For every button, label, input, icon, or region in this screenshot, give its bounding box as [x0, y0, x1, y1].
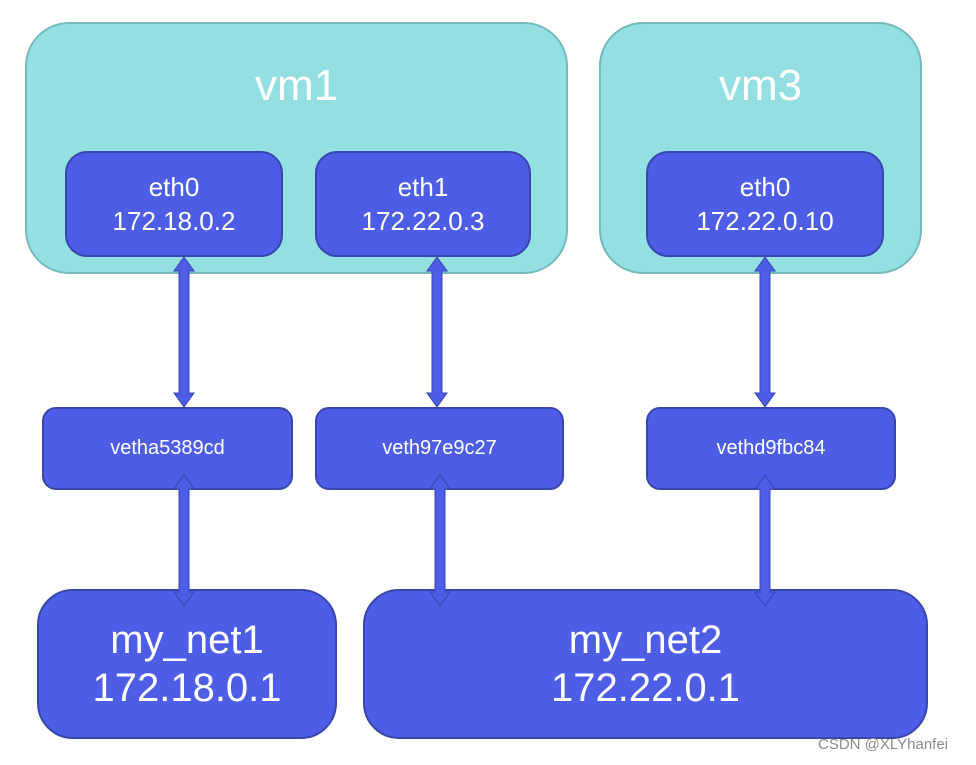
arrow-eth1-to-veth97e9c27	[426, 256, 448, 408]
arrow-vm3-eth0-to-vethd9fbc84	[754, 256, 776, 408]
vm3-eth0-interface: eth0 172.22.0.10	[646, 151, 884, 257]
veth-label: vethd9fbc84	[716, 437, 826, 459]
network-name: my_net2	[568, 618, 723, 662]
vm1-eth1-name: eth1	[397, 172, 449, 202]
veth-vetha5389cd: vetha5389cd	[42, 407, 293, 490]
network-ip: 172.18.0.1	[92, 666, 282, 710]
vm1-title: vm1	[254, 61, 339, 110]
veth-label: vetha5389cd	[110, 437, 225, 459]
vm1-eth1-interface: eth1 172.22.0.3	[315, 151, 531, 257]
arrow-vethd9fbc84-to-my-net2	[754, 474, 776, 607]
arrow-eth0-to-vetha5389cd	[173, 256, 195, 408]
network-name: my_net1	[110, 618, 264, 662]
network-my-net1: my_net1 172.18.0.1	[37, 589, 337, 739]
vm1-eth0-name: eth0	[148, 172, 200, 202]
vm1-eth0-ip: 172.18.0.2	[112, 206, 236, 236]
watermark: CSDN @XLYhanfei	[818, 736, 949, 753]
vm1-eth1-ip: 172.22.0.3	[361, 206, 485, 236]
arrow-veth97e9c27-to-my-net2	[429, 474, 451, 607]
veth-vethd9fbc84: vethd9fbc84	[646, 407, 896, 490]
network-ip: 172.22.0.1	[550, 666, 741, 710]
vm3-eth0-name: eth0	[739, 172, 791, 202]
network-my-net2: my_net2 172.22.0.1	[363, 589, 928, 739]
vm3-eth0-ip: 172.22.0.10	[696, 206, 834, 236]
vm1-eth0-interface: eth0 172.18.0.2	[65, 151, 283, 257]
veth-label: veth97e9c27	[382, 437, 497, 459]
arrow-vetha5389cd-to-my-net1	[173, 474, 195, 607]
vm3-title: vm3	[718, 61, 803, 110]
